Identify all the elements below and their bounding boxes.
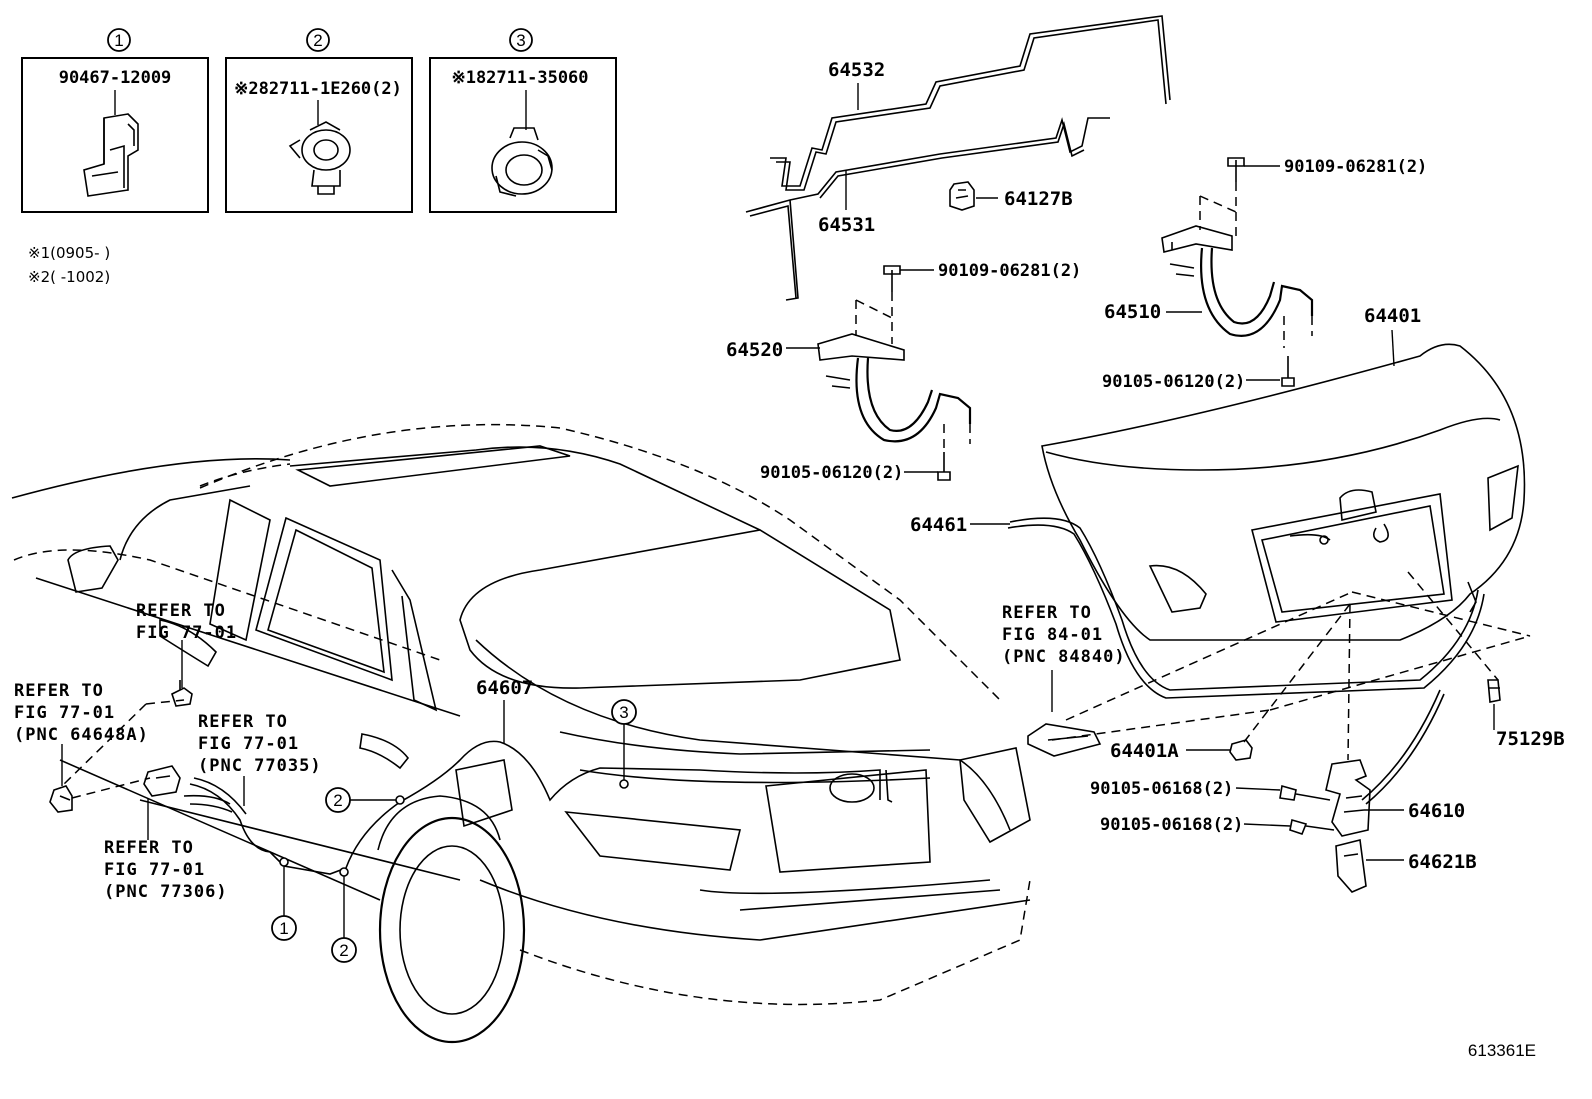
- callout-3: 3: [611, 699, 637, 789]
- part-label-64401A: 64401A: [1110, 740, 1179, 762]
- inset-number: 1: [114, 31, 123, 50]
- ref-line: FIG 84-01: [1002, 625, 1103, 645]
- callout-number: 1: [279, 919, 288, 938]
- part-label-64532: 64532: [828, 59, 885, 81]
- part-label-bolt-c: 90105-06120(2): [760, 463, 903, 483]
- inset-3: 3 ※182711-35060: [429, 28, 617, 213]
- callout-number: 2: [339, 941, 348, 960]
- wire-harness-64607: [189, 700, 881, 875]
- ref-77-01-c: REFER TO FIG 77-01 (PNC 77035): [198, 712, 322, 776]
- ref-line: FIG 77-01: [104, 860, 205, 880]
- part-label-64461: 64461: [910, 514, 967, 536]
- ref-line: (PNC 77035): [198, 756, 322, 776]
- callout-number: 2: [333, 791, 342, 810]
- inset-2: 2 ※282711-1E260(2): [225, 28, 413, 213]
- note-2: ※2( -1002): [28, 268, 110, 286]
- figure-number: 613361E: [1468, 1041, 1536, 1060]
- ref-line: REFER TO: [136, 601, 226, 621]
- trunk-lid-64401: [1041, 343, 1526, 641]
- cushion-75129B-icon: [1487, 679, 1501, 703]
- leader-line: [1391, 329, 1395, 367]
- part-label-64127B: 64127B: [1004, 188, 1073, 210]
- ref-84-01: REFER TO FIG 84-01 (PNC 84840): [1002, 603, 1126, 667]
- inset-frame: [21, 57, 209, 213]
- ref-line: REFER TO: [104, 838, 194, 858]
- ref-line: REFER TO: [14, 681, 104, 701]
- hinge-64520: [817, 265, 972, 481]
- ref-77-01-a: REFER TO FIG 77-01: [136, 601, 237, 643]
- inset-number-circle: [509, 28, 533, 52]
- inset-frame: [429, 57, 617, 213]
- callout-2-top: 2: [325, 787, 405, 813]
- inset-1: 1 90467-12009: [21, 28, 209, 213]
- part-label-64621B: 64621B: [1408, 851, 1477, 873]
- part-label-64610: 64610: [1408, 800, 1465, 822]
- ref-line: REFER TO: [1002, 603, 1092, 623]
- switch-icon: [49, 680, 233, 813]
- ref-77-01-b: REFER TO FIG 77-01 (PNC 64648A): [14, 681, 149, 745]
- car-body: [11, 423, 1031, 1044]
- part-label-bolt-b: 90109-06281(2): [938, 261, 1081, 281]
- part-label-bolt-f: 90105-06168(2): [1100, 815, 1243, 835]
- torsion-bar-64531: [745, 117, 1110, 301]
- inset-number: 3: [516, 31, 525, 50]
- striker-64621B: [1335, 839, 1367, 893]
- ref-line: (PNC 64648A): [14, 725, 149, 745]
- ref-line: FIG 77-01: [14, 703, 115, 723]
- callout-number: 3: [619, 703, 628, 722]
- ref-line: REFER TO: [198, 712, 288, 732]
- leader-line: [1243, 823, 1291, 827]
- opener-cable-icon: [1027, 723, 1102, 757]
- bumper-64401A-icon: [1229, 739, 1253, 761]
- part-label-75129B: 75129B: [1496, 728, 1565, 750]
- callout-1: 1: [271, 857, 297, 941]
- part-label-bolt-e: 90105-06168(2): [1090, 779, 1233, 799]
- leader-line: [1235, 787, 1281, 791]
- hinge-64510: [1161, 157, 1314, 387]
- inset-number-circle: [107, 28, 131, 52]
- bracket-64127B-icon: [949, 181, 975, 211]
- part-label-bolt-a: 90109-06281(2): [1284, 157, 1427, 177]
- part-label-64510: 64510: [1104, 301, 1161, 323]
- dashed-link: [61, 699, 185, 799]
- inset-number-circle: [306, 28, 330, 52]
- part-label-64607: 64607: [476, 677, 533, 699]
- part-label: ※182711-35060: [451, 68, 588, 88]
- ref-line: (PNC 84840): [1002, 647, 1126, 667]
- part-label-64520: 64520: [726, 339, 783, 361]
- torsion-bar-64532: [770, 15, 1171, 191]
- ref-line: FIG 77-01: [136, 623, 237, 643]
- part-label-bolt-d: 90105-06120(2): [1102, 372, 1245, 392]
- ref-77-01-d: REFER TO FIG 77-01 (PNC 77306): [104, 838, 228, 902]
- clip-icon: [491, 127, 553, 197]
- weatherstrip-64461: [1007, 517, 1531, 761]
- clip-icon: [83, 113, 139, 197]
- part-label-64531: 64531: [818, 214, 875, 236]
- inset-number: 2: [313, 31, 322, 50]
- ref-line: FIG 77-01: [198, 734, 299, 754]
- part-label: ※282711-1E260(2): [234, 79, 402, 99]
- part-label: 90467-12009: [59, 68, 172, 88]
- part-label-64401: 64401: [1364, 305, 1421, 327]
- trunk-lock-64610: [1279, 689, 1445, 837]
- ref-line: (PNC 77306): [104, 882, 228, 902]
- callout-2-bottom: 2: [331, 867, 357, 963]
- note-1: ※1(0905- ): [28, 244, 110, 262]
- clip-icon: [288, 121, 351, 195]
